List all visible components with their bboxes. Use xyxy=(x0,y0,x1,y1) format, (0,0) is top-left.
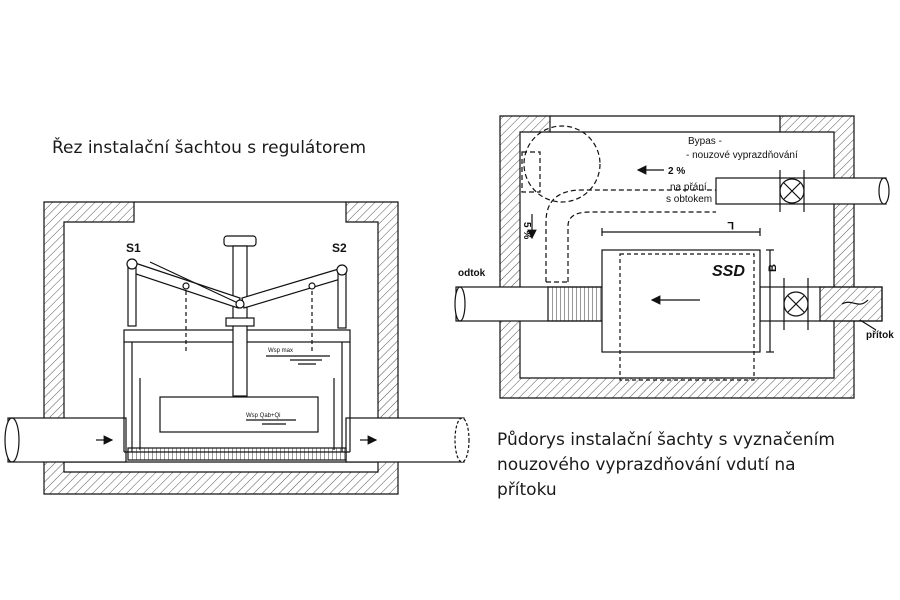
plan-main-pipes xyxy=(454,278,883,330)
label-outlet: odtok xyxy=(458,268,486,279)
label-on-request-1: na přání xyxy=(670,182,707,193)
water-levels xyxy=(246,355,330,425)
label-s2: S2 xyxy=(332,241,347,255)
regulator-frame xyxy=(123,284,351,461)
right-caption-line-2: nouzového vyprazdňování vdutí na xyxy=(497,455,796,475)
plan-walls xyxy=(499,115,855,399)
ssd-unit xyxy=(601,249,761,381)
lever-arms xyxy=(126,258,348,329)
label-ssd: SSD xyxy=(712,263,745,280)
label-inlet: přítok xyxy=(866,330,894,341)
right-caption-line-1: Půdorys instalační šachty s vyznačením xyxy=(497,430,835,450)
bypass-outlet-pipe xyxy=(715,170,890,212)
plan-drawing xyxy=(454,115,890,399)
label-slope-top: 2 % xyxy=(668,166,685,177)
label-bypass-1: Bypas - xyxy=(688,136,722,147)
label-slope-left: 5 % xyxy=(521,222,532,239)
label-s1: S1 xyxy=(126,241,141,255)
label-dim-b: B xyxy=(767,264,779,272)
label-water-qab: Wsp Qab+Qi xyxy=(246,413,281,419)
bypass-pipe xyxy=(521,125,716,283)
label-bypass-2: - nouzové vyprazdňování xyxy=(686,150,798,161)
dimension-lines xyxy=(527,165,877,353)
right-caption-line-3: přítoku xyxy=(497,480,557,500)
label-dim-l: L xyxy=(727,219,734,231)
left-caption: Řez instalační šachtou s regulátorem xyxy=(52,138,367,158)
section-pipes xyxy=(4,417,470,463)
right-caption: Půdorys instalační šachty s vyznačením n… xyxy=(497,428,887,503)
label-on-request-2: s obtokem xyxy=(666,194,712,205)
label-water-max: Wsp max xyxy=(268,348,293,354)
section-drawing xyxy=(4,201,470,495)
spindle xyxy=(223,235,257,397)
